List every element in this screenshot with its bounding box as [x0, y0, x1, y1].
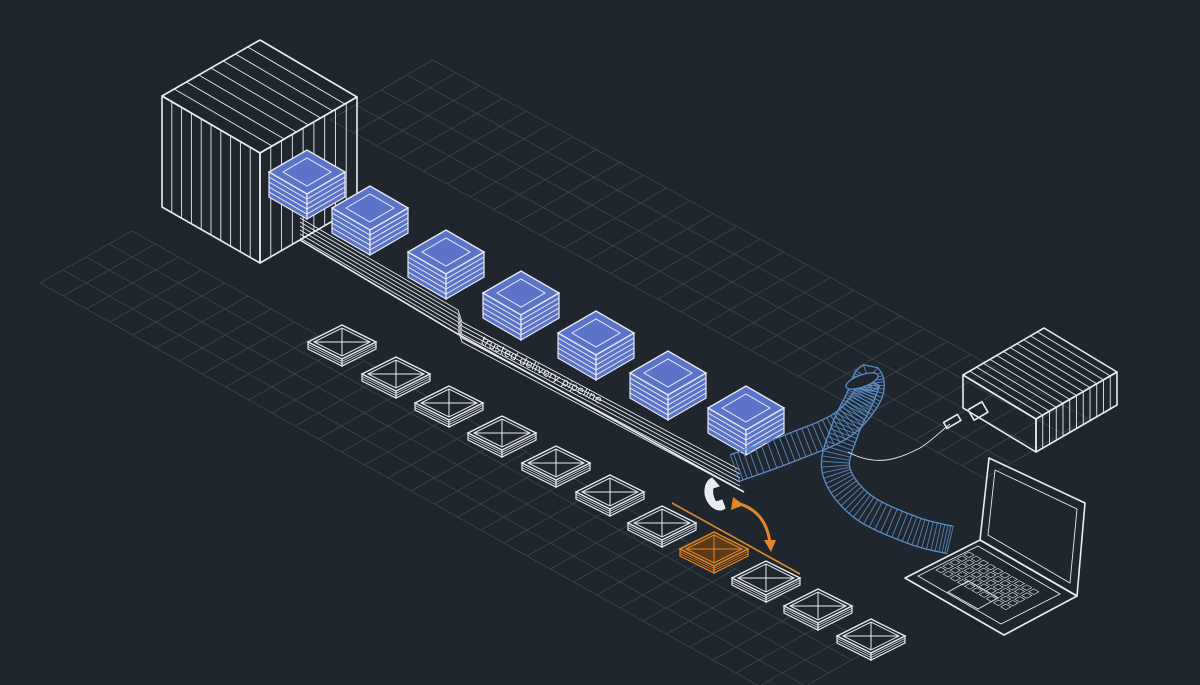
cable-plug — [942, 413, 962, 430]
source-warehouse-box — [161, 39, 358, 264]
trusted-package — [406, 229, 486, 301]
conveyor-belt — [299, 217, 745, 493]
trusted-package — [556, 310, 636, 382]
phone-icon — [704, 477, 726, 511]
package-tile — [626, 505, 698, 548]
trusted-package — [330, 185, 410, 257]
highlighted-tile — [671, 502, 801, 575]
package-tile — [360, 356, 432, 399]
package-tile — [782, 588, 854, 631]
laptop-icon — [904, 457, 1086, 636]
swap-arrow-icon — [731, 497, 776, 552]
package-tile — [466, 415, 538, 458]
package-tile — [835, 618, 907, 661]
package-tile — [306, 324, 378, 367]
isometric-floor-grid — [39, 59, 1088, 685]
package-tile — [574, 474, 646, 517]
trusted-package-stack — [267, 149, 786, 457]
trusted-package — [481, 270, 561, 342]
package-tile — [413, 385, 485, 428]
trusted-package — [706, 385, 786, 457]
flexible-hose — [729, 364, 954, 555]
package-tile-row — [306, 324, 907, 661]
trusted-package — [267, 149, 347, 221]
package-tile — [520, 445, 592, 488]
cable-icon — [847, 423, 951, 461]
package-tile — [730, 560, 802, 603]
server-port-icon — [967, 401, 989, 421]
destination-server-box — [962, 327, 1118, 453]
trusted-package — [628, 350, 708, 422]
